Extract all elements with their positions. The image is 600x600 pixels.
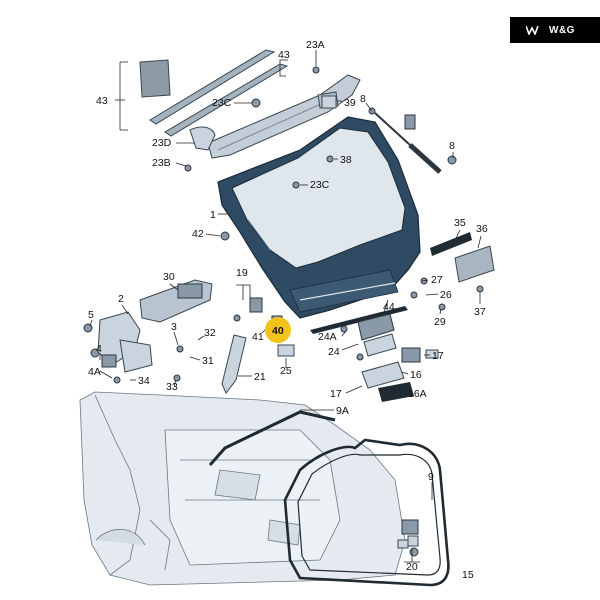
callout-4a: 4A [88, 366, 101, 378]
lock-actuator-30 [139, 279, 213, 323]
tailgate-panel [217, 116, 421, 319]
callout-44: 44 [383, 301, 395, 313]
leader-lines [89, 50, 482, 563]
callout-8-top: 8 [360, 93, 366, 105]
callout-3: 3 [171, 321, 177, 333]
callout-25: 25 [280, 365, 292, 377]
callout-23c-mid: 23C [310, 179, 330, 191]
callout-8-right: 8 [449, 140, 455, 152]
callout-23a: 23A [306, 39, 325, 51]
callout-17-right: 17 [432, 350, 444, 362]
callout-27: 27 [431, 274, 443, 286]
gas-strut-8 [368, 107, 457, 174]
plate-parts-35-36 [430, 232, 495, 283]
callout-19: 19 [236, 267, 248, 279]
logo-text: W&G [549, 24, 575, 36]
fasteners [83, 66, 484, 384]
callout-1: 1 [210, 209, 216, 221]
seal-9a [208, 410, 336, 466]
clip-25 [277, 344, 295, 357]
callout-9a: 9A [336, 405, 349, 417]
callout-33: 33 [166, 381, 178, 393]
callout-31: 31 [202, 355, 214, 367]
callout-4: 4 [96, 343, 102, 355]
trim-strip-44 [310, 306, 408, 334]
callout-32: 32 [204, 327, 216, 339]
callout-9: 9 [428, 471, 434, 483]
callout-16: 16 [410, 369, 422, 381]
cover-21 [221, 334, 247, 394]
callout-15: 15 [462, 569, 474, 581]
seal-9-inner [297, 453, 441, 576]
seal-9 [283, 438, 450, 587]
callout-30: 30 [163, 271, 175, 283]
hinge-assembly [97, 311, 153, 373]
callout-36: 36 [476, 223, 488, 235]
highlight-marker-40 [265, 317, 291, 343]
callout-43-left: 43 [96, 95, 108, 107]
callout-labels: 43 23A 43 23C 39 8 23D 23B 38 23C 8 1 42… [88, 39, 488, 581]
callout-42: 42 [192, 228, 204, 240]
callout-29: 29 [434, 316, 446, 328]
callout-23c-top: 23C [212, 97, 232, 109]
handle-24 [357, 313, 397, 357]
callout-38: 38 [340, 154, 352, 166]
callout-35: 35 [454, 217, 466, 229]
striker-20 [397, 519, 419, 557]
callout-39: 39 [344, 97, 356, 109]
callout-16a: 16A [408, 388, 427, 400]
callout-23d: 23D [152, 137, 172, 149]
callout-40: 40 [272, 325, 284, 337]
callout-37: 37 [474, 306, 486, 318]
car-rear-body [79, 391, 406, 586]
callout-34: 34 [138, 375, 150, 387]
callout-24a: 24A [318, 331, 337, 343]
callout-17-bottom: 17 [330, 388, 342, 400]
callout-5: 5 [88, 309, 94, 321]
brand-logo: W&G [510, 17, 600, 43]
callout-21: 21 [254, 371, 266, 383]
callout-41: 41 [252, 331, 264, 343]
handle-bracket-19 [249, 297, 263, 313]
callout-2: 2 [118, 293, 124, 305]
lamp-16-17 [361, 347, 439, 402]
bracket-39 [321, 95, 337, 109]
callout-20: 20 [406, 561, 418, 573]
callout-26: 26 [440, 289, 452, 301]
callout-43-top: 43 [278, 49, 290, 61]
callout-23b: 23B [152, 157, 171, 169]
callout-24: 24 [328, 346, 340, 358]
logo-mark-icon [526, 25, 539, 35]
